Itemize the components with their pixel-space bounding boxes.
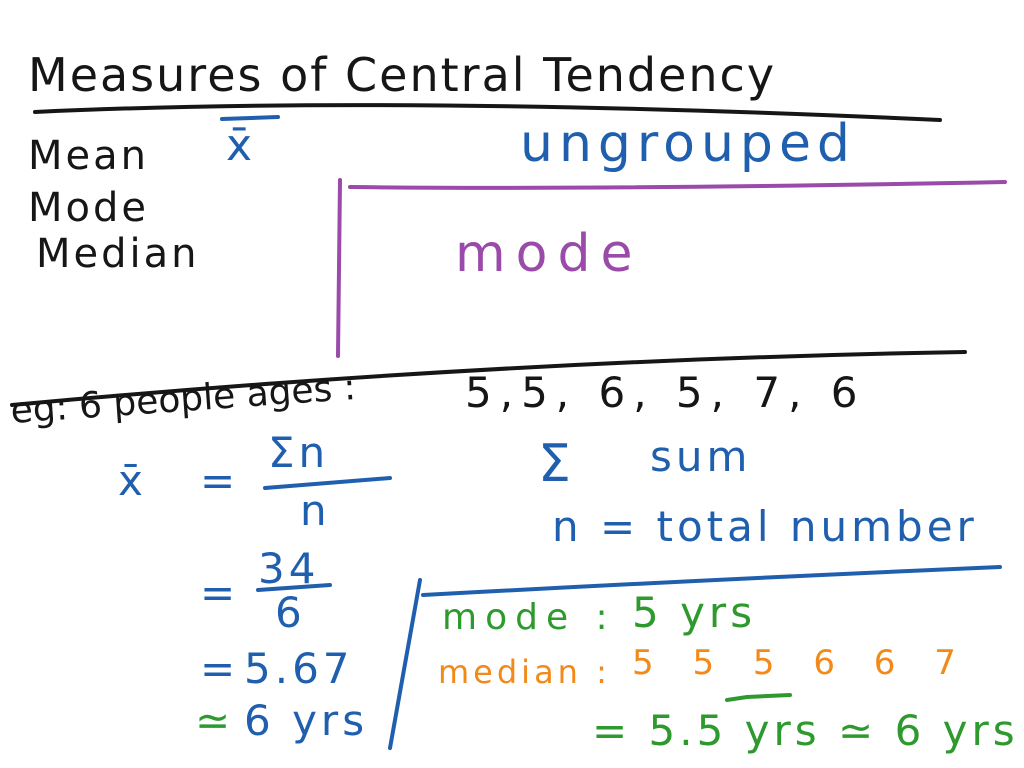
step2-op: = (200, 644, 240, 693)
measure-mode: Mode (28, 185, 149, 231)
formula-equals: = (200, 456, 240, 505)
example-ages: 5,5, 6, 5, 7, 6 (465, 368, 866, 417)
ungrouped-label: ungrouped (520, 114, 856, 174)
step3-value: 6 yrs (244, 696, 369, 745)
step2-value: 5.67 (244, 644, 354, 693)
n-definition: n = total number (552, 502, 978, 551)
mean-symbol: x̄ (226, 120, 256, 171)
mode-result-value: 5 yrs (632, 588, 757, 637)
page-title: Measures of Central Tendency (28, 48, 777, 102)
measure-median: Median (36, 231, 200, 277)
step1-denominator: 6 (275, 588, 306, 637)
median-result-label: median : (438, 653, 611, 691)
sigma-meaning: sum (650, 432, 752, 481)
formula-denominator: n (300, 486, 331, 535)
step1-op: = (200, 568, 240, 617)
example-prompt: eg: 6 people ages : (9, 366, 358, 432)
median-sorted-values: 5 5 5 6 6 7 (632, 643, 970, 683)
formula-lhs: x̄ (118, 456, 147, 505)
ungrouped-box-mode: mode (455, 224, 643, 284)
step3-op: ≃ (195, 696, 235, 745)
measure-mean: Mean (28, 133, 149, 179)
median-result-value: = 5.5 yrs ≃ 6 yrs (592, 706, 1019, 755)
formula-numerator: Σn (268, 428, 330, 477)
step1-numerator: 34 (258, 544, 320, 593)
sigma-symbol: Σ (538, 434, 577, 494)
mode-result-label: mode : (442, 597, 616, 638)
